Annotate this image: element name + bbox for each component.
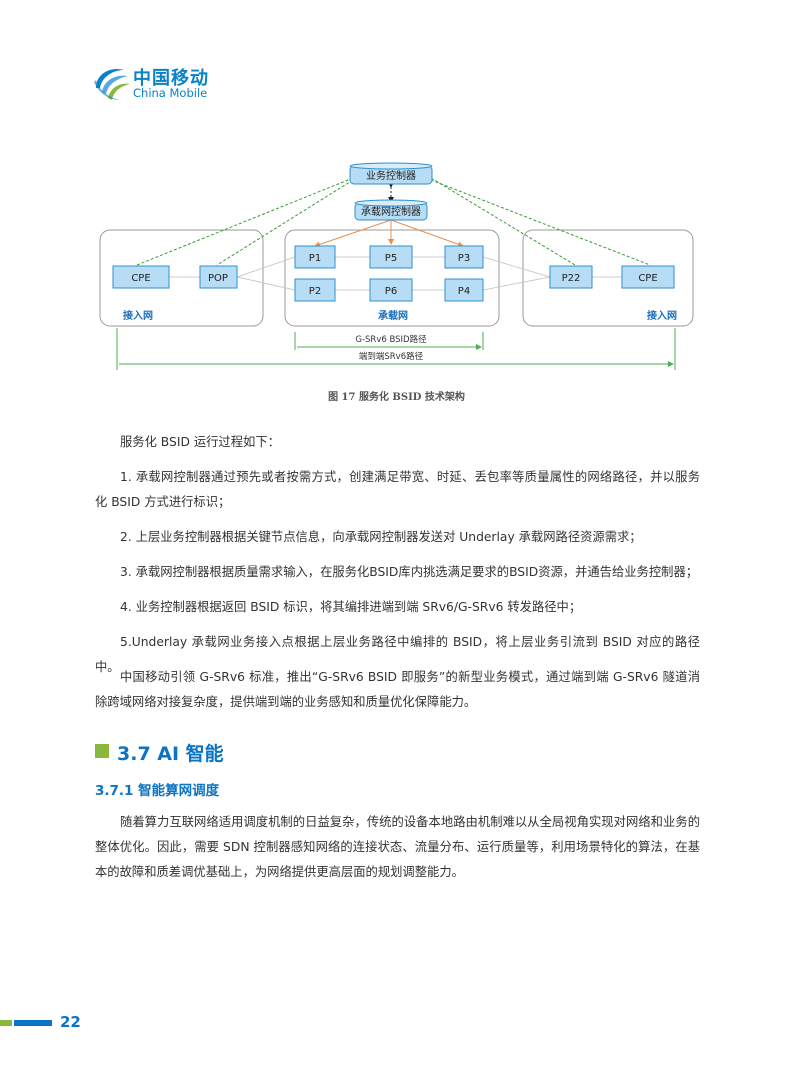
pop-node — [199, 265, 238, 289]
access-network-left-label: 接入网 — [123, 309, 153, 322]
figure-caption: 图 17 服务化 BSID 技术架构 — [328, 392, 465, 403]
p6-node — [369, 278, 413, 302]
paragraph-step-1: 1. 承载网控制器通过预先或者按需方式，创建满足带宽、时延、丢包率等质量属性的网… — [95, 470, 700, 509]
paragraph-section-body: 随着算力互联网络适用调度机制的日益复杂，传统的设备本地路由机制难以从全局视角实现… — [95, 815, 700, 879]
bsid-architecture-diagram: 业务控制器 承载网控制器 CPE POP P1 P5 P3 P2 P6 P4 P… — [95, 160, 700, 375]
access-network-right-region — [522, 229, 694, 327]
p6-label: P6 — [385, 286, 397, 297]
page-number: 22 — [60, 1013, 81, 1031]
p2-label: P2 — [309, 286, 321, 297]
section-heading: 3.7 AI 智能 — [117, 743, 224, 765]
paragraph-step-5: 5.Underlay 承载网业务接入点根据上层业务路径中编排的 BSID，将上层… — [95, 635, 700, 674]
footer-accent-green — [0, 1020, 12, 1026]
china-mobile-logo-icon — [94, 68, 130, 100]
p2-node — [294, 278, 336, 302]
paragraph-intro: 服务化 BSID 运行过程如下： — [120, 435, 280, 449]
cpe-right-node — [621, 265, 675, 289]
cpe-right-label: CPE — [638, 273, 657, 284]
p3-label: P3 — [458, 253, 470, 264]
p5-node — [369, 245, 413, 269]
footer-accent-blue — [14, 1020, 52, 1026]
paragraph-step-2: 2. 上层业务控制器根据关键节点信息，向承载网控制器发送对 Underlay 承… — [120, 530, 642, 544]
paragraph-summary: 中国移动引领 G-SRv6 标准，推出“G-SRv6 BSID 即服务”的新型业… — [95, 670, 700, 709]
access-network-left-region — [99, 229, 264, 327]
cpe-left-node — [112, 265, 170, 289]
bsid-path-label: G-SRv6 BSID路径 — [355, 334, 427, 345]
p22-node — [549, 265, 593, 289]
p3-node — [444, 245, 484, 269]
service-controller-label: 业务控制器 — [366, 169, 416, 182]
p1-label: P1 — [309, 253, 321, 264]
bearer-controller-node — [354, 199, 428, 221]
section-marker-square — [95, 744, 109, 758]
china-mobile-logo — [90, 62, 230, 106]
bearer-network-region — [284, 229, 500, 327]
pop-label: POP — [208, 273, 228, 284]
logo-chinese-text: 中国移动 — [133, 68, 209, 89]
access-network-right-label: 接入网 — [647, 309, 677, 322]
cpe-left-label: CPE — [131, 273, 150, 284]
p22-label: P22 — [562, 273, 581, 284]
e2e-path-label: 端到端SRv6路径 — [359, 351, 424, 362]
subsection-heading: 3.7.1 智能算网调度 — [95, 783, 220, 799]
p4-label: P4 — [458, 286, 470, 297]
bearer-controller-label: 承载网控制器 — [361, 205, 421, 218]
p1-node — [294, 245, 336, 269]
paragraph-step-3: 3. 承载网控制器根据质量需求输入，在服务化BSID库内挑选满足要求的BSID资… — [120, 565, 699, 579]
logo-english-text: China Mobile — [133, 86, 208, 100]
bearer-network-label: 承载网 — [378, 309, 408, 322]
p5-label: P5 — [385, 253, 397, 264]
service-controller-node — [349, 162, 433, 185]
paragraph-step-4: 4. 业务控制器根据返回 BSID 标识，将其编排进端到端 SRv6/G-SRv… — [120, 600, 582, 614]
p4-node — [444, 278, 484, 302]
